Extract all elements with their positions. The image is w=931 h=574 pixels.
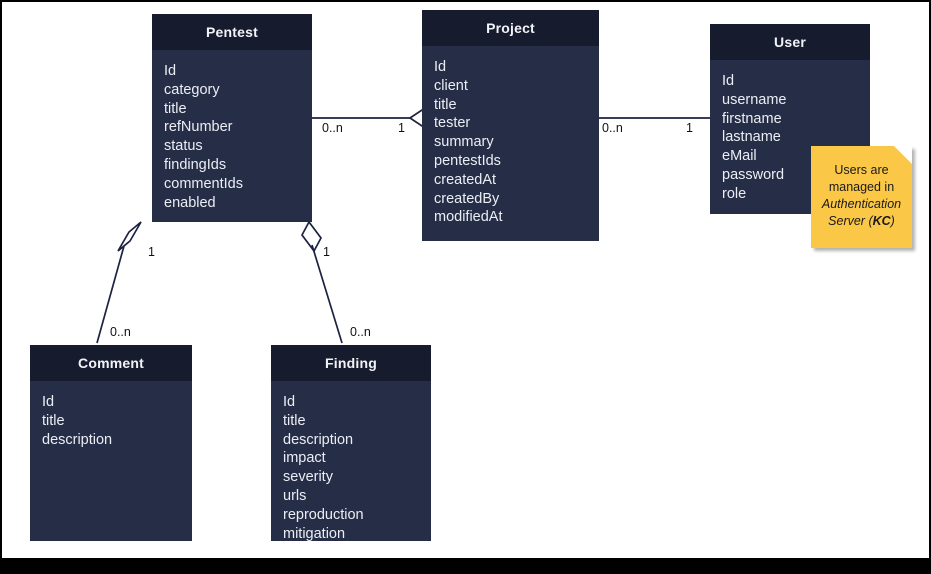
attribute: urls <box>283 487 307 504</box>
class-title-finding: Finding <box>271 345 431 381</box>
note-line-4: Server (KC) <box>821 213 902 230</box>
class-attributes-comment: Id title description <box>30 381 192 459</box>
attribute: enabled <box>164 194 216 211</box>
attribute: title <box>283 412 306 429</box>
attribute: severity <box>283 469 333 486</box>
attribute: commentIds <box>164 175 243 192</box>
attribute: password <box>722 166 785 183</box>
attribute: lastname <box>722 129 781 146</box>
note-line-3: Authentication <box>821 196 902 213</box>
attribute: summary <box>434 134 494 151</box>
attribute: reproduction <box>283 506 364 523</box>
attribute: role <box>722 185 747 202</box>
note-fold-corner <box>894 146 912 164</box>
attribute: Id <box>722 73 735 89</box>
multiplicity-project-user-source: 0..n <box>602 121 623 135</box>
note-line-1: Users are <box>834 163 889 177</box>
note-line-4-tail: ) <box>890 214 895 228</box>
attribute: firstname <box>722 110 782 127</box>
attribute: title <box>434 96 457 113</box>
multiplicity-pentest-project-target: 1 <box>398 121 405 135</box>
attribute: refNumber <box>164 119 233 136</box>
attribute: status <box>164 138 203 155</box>
note-line-4-bold: KC <box>872 214 891 228</box>
attribute: modifiedAt <box>434 209 503 226</box>
attribute: findingIds <box>164 156 227 173</box>
class-box-project[interactable]: Project Id client title tester summary p… <box>422 10 599 241</box>
multiplicity-pentest-finding-target: 0..n <box>350 325 371 339</box>
attribute: category <box>164 81 220 98</box>
attribute: client <box>434 77 468 94</box>
attribute: tester <box>434 115 471 132</box>
attribute: createdBy <box>434 190 500 207</box>
note-line-4-text: Server ( <box>828 214 873 228</box>
class-attributes-project: Id client title tester summary pentestId… <box>422 46 599 237</box>
class-title-project: Project <box>422 10 599 46</box>
class-box-pentest[interactable]: Pentest Id category title refNumber stat… <box>152 14 312 222</box>
multiplicity-project-user-target: 1 <box>686 121 693 135</box>
multiplicity-pentest-finding-source: 1 <box>323 245 330 259</box>
attribute: description <box>42 431 113 448</box>
attribute: createdAt <box>434 171 497 188</box>
attribute: username <box>722 91 787 108</box>
attribute: title <box>164 100 187 117</box>
diagram-canvas: 0..n 1 0..n 1 1 0..n 1 0..n Pentest Id c… <box>0 0 931 558</box>
attribute: Id <box>164 63 177 79</box>
attribute: eMail <box>722 148 757 165</box>
multiplicity-pentest-comment-target: 0..n <box>110 325 131 339</box>
class-attributes-user: Id username firstname lastname eMail pas… <box>710 60 870 214</box>
multiplicity-pentest-comment-source: 1 <box>148 245 155 259</box>
class-title-pentest: Pentest <box>152 14 312 50</box>
class-attributes-pentest: Id category title refNumber status findi… <box>152 50 312 222</box>
class-attributes-finding: Id title description impact severity url… <box>271 381 431 553</box>
attribute: description <box>283 431 354 448</box>
attribute: Id <box>434 59 447 75</box>
attribute: impact <box>283 450 326 467</box>
attribute: Id <box>42 394 55 410</box>
attribute: Id <box>283 394 296 410</box>
attribute: mitigation <box>283 525 346 542</box>
edge-pentest-finding <box>311 244 343 344</box>
attribute: pentestIds <box>434 152 501 169</box>
attribute: title <box>42 412 65 429</box>
class-box-finding[interactable]: Finding Id title description impact seve… <box>271 345 431 542</box>
multiplicity-pentest-project-source: 0..n <box>322 121 343 135</box>
note-line-3-text: Authentication <box>821 197 902 211</box>
aggregation-diamond-finding <box>300 220 323 253</box>
note-user-managed[interactable]: Users are managed in Authentication Serv… <box>811 146 912 248</box>
class-box-comment[interactable]: Comment Id title description <box>30 345 192 541</box>
note-line-2: managed in <box>828 180 895 194</box>
aggregation-diamond-comment <box>117 221 142 252</box>
class-title-comment: Comment <box>30 345 192 381</box>
class-title-user: User <box>710 24 870 60</box>
